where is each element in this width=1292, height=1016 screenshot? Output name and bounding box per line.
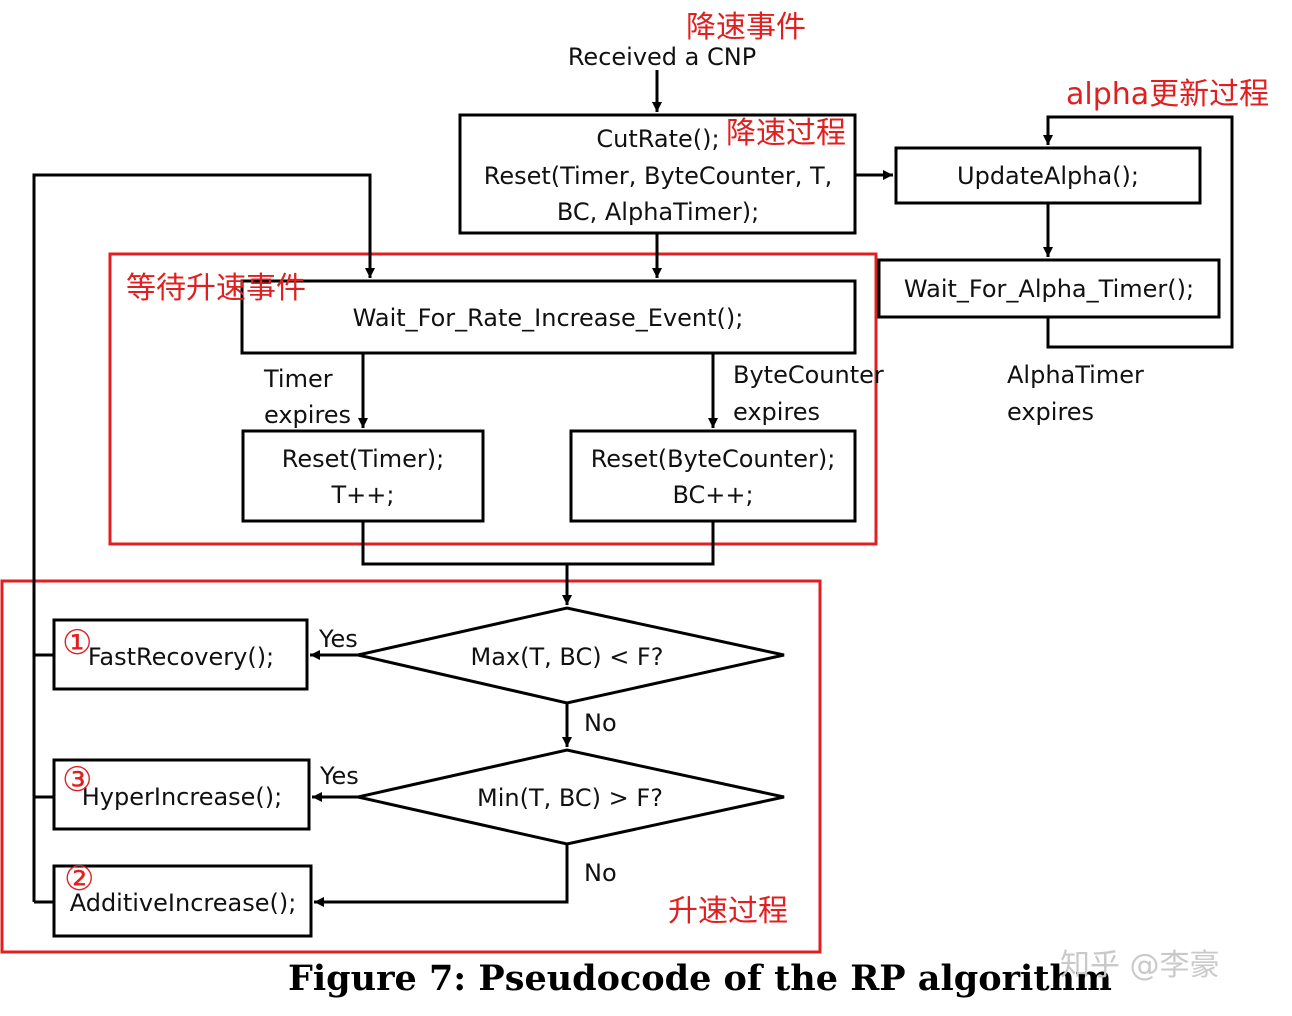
received-cnp-label: Received a CNP bbox=[568, 43, 756, 71]
speedup-process-label: 升速过程 bbox=[668, 894, 788, 929]
min-no-arrow bbox=[314, 844, 569, 907]
alpha-expires-label-2: expires bbox=[1007, 398, 1094, 426]
reset-bc-line2: BC++; bbox=[672, 481, 753, 509]
update-alpha-text: UpdateAlpha(); bbox=[957, 162, 1139, 190]
max-decision-text: Max(T, BC) < F? bbox=[471, 643, 664, 671]
cutrate-line1: CutRate(); bbox=[596, 125, 719, 153]
hyper-increase-text: HyperIncrease(); bbox=[82, 783, 283, 811]
alpha-update-label: alpha更新过程 bbox=[1066, 77, 1269, 112]
speedup-highlight bbox=[0, 579, 822, 954]
wait-event-highlight bbox=[108, 252, 878, 546]
wait-increase-event-label: 等待升速事件 bbox=[126, 271, 306, 306]
slowdown-event-label: 降速事件 bbox=[686, 10, 806, 45]
feedback-loop-line bbox=[32, 173, 375, 902]
timer-expires-label-2: expires bbox=[264, 401, 351, 429]
additive-increase-text: AdditiveIncrease(); bbox=[70, 889, 297, 917]
alpha-expires-label-1: AlphaTimer bbox=[1007, 361, 1144, 389]
wait-rate-increase-box bbox=[240, 279, 857, 355]
slowdown-process-label: 降速过程 bbox=[726, 116, 846, 151]
wait-alpha-timer-text: Wait_For_Alpha_Timer(); bbox=[904, 275, 1194, 303]
figure-caption: Figure 7: Pseudocode of the RP algorithm bbox=[288, 958, 1112, 999]
bc-expires-label-1: ByteCounter bbox=[733, 361, 884, 389]
marker-3: ③ bbox=[62, 760, 92, 800]
timer-expires-label-1: Timer bbox=[263, 365, 333, 393]
watermark: 知乎 @李豪 bbox=[1060, 948, 1220, 983]
max-no-label: No bbox=[584, 709, 617, 737]
reset-timer-line2: T++; bbox=[331, 481, 395, 509]
marker-2: ② bbox=[64, 859, 94, 899]
alpha-loop-line bbox=[1043, 115, 1234, 349]
reset-timer-line1: Reset(Timer); bbox=[282, 445, 444, 473]
cutrate-line3: BC, AlphaTimer); bbox=[557, 198, 759, 226]
min-decision-diamond bbox=[357, 748, 785, 846]
min-yes-label: Yes bbox=[319, 762, 359, 790]
marker-1: ① bbox=[62, 623, 92, 663]
max-decision-diamond bbox=[357, 606, 785, 705]
hyper-increase-box bbox=[52, 758, 311, 831]
wait-rate-increase-text: Wait_For_Rate_Increase_Event(); bbox=[353, 304, 744, 332]
merge-line bbox=[361, 521, 715, 566]
bc-expires-label-2: expires bbox=[733, 398, 820, 426]
fast-recovery-text: FastRecovery(); bbox=[88, 643, 274, 671]
max-yes-label: Yes bbox=[318, 625, 358, 653]
cutrate-line2: Reset(Timer, ByteCounter, T, bbox=[484, 162, 833, 190]
min-no-label: No bbox=[584, 859, 617, 887]
min-decision-text: Min(T, BC) > F? bbox=[477, 784, 663, 812]
reset-bc-line1: Reset(ByteCounter); bbox=[591, 445, 836, 473]
